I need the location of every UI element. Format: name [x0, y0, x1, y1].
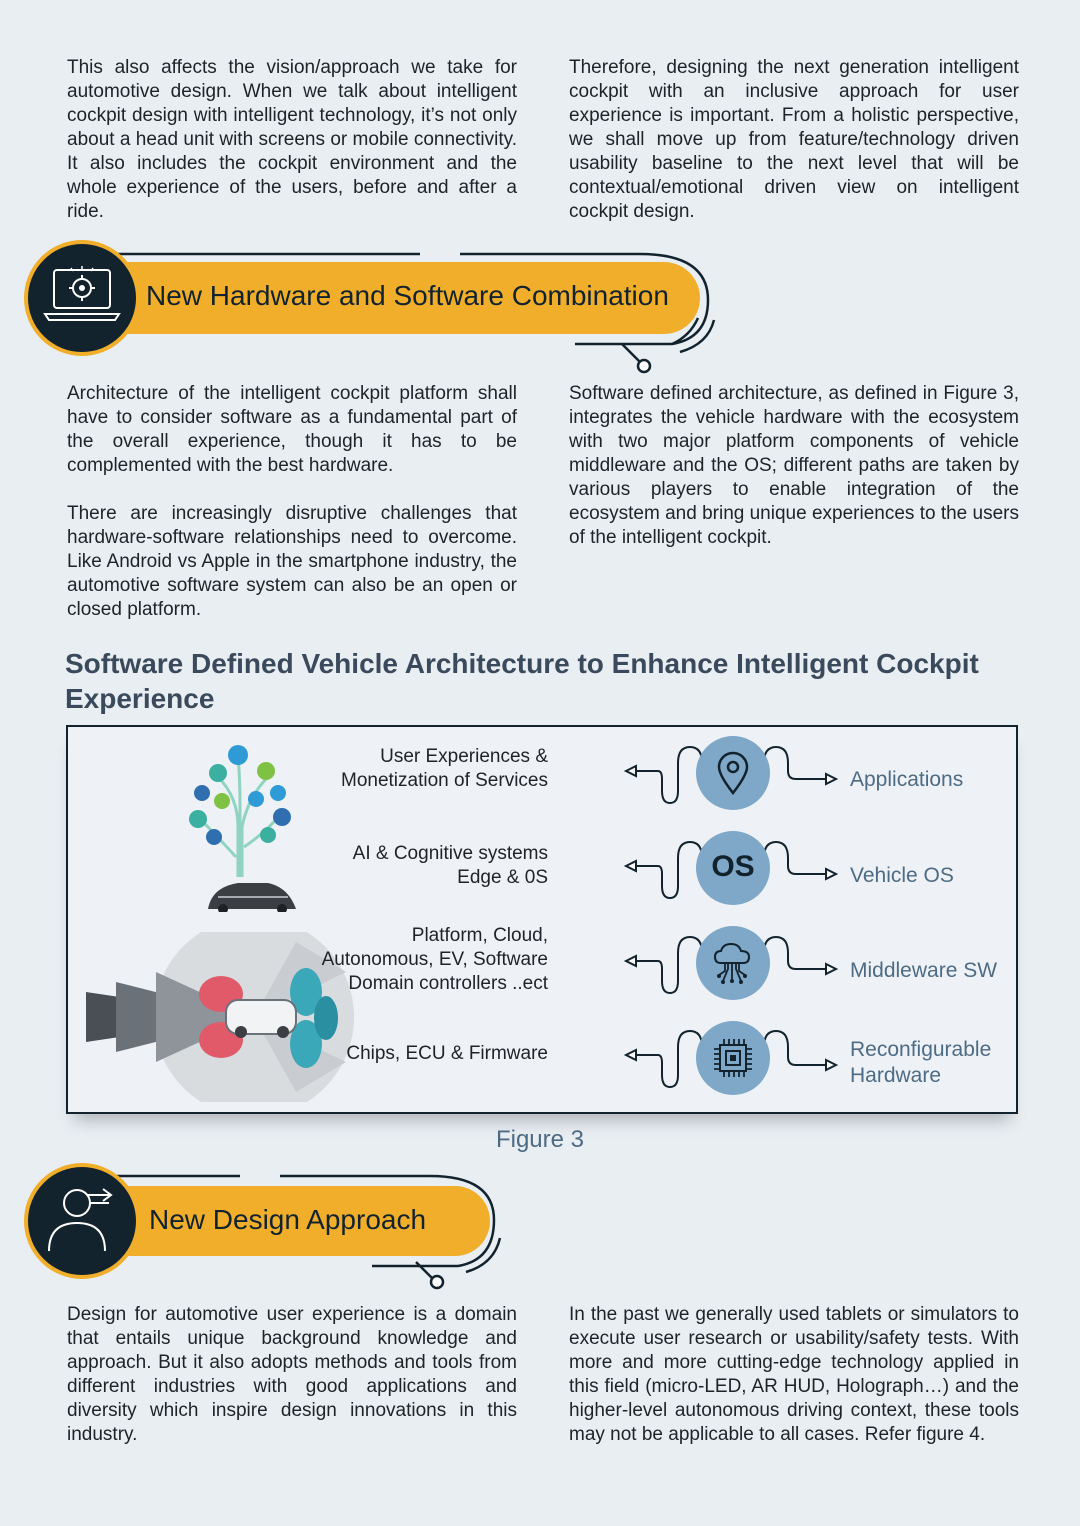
- layer-3-left-line-1: Platform, Cloud,: [411, 925, 548, 946]
- layer-3-left-line-3: Domain controllers ..ect: [348, 973, 548, 994]
- section1-right-paragraph: Software defined architecture, as define…: [569, 383, 1019, 548]
- section-title: New Hardware and Software Combination: [146, 280, 669, 311]
- layer-1-left-line-1: User Experiences &: [380, 746, 548, 767]
- section1-left-paragraph-1: Architecture of the intelligent cockpit …: [67, 383, 517, 476]
- figure-caption: Figure 3: [495, 1126, 585, 1153]
- cloud-network-icon: [713, 942, 751, 984]
- section1-left-column: Architecture of the intelligent cockpit …: [67, 382, 517, 646]
- chip-icon: [714, 1039, 752, 1077]
- layer-3-left-line-2: Autonomous, EV, Software: [321, 949, 548, 970]
- intro-right-paragraph: Therefore, designing the next generation…: [569, 57, 1019, 222]
- layer-1-left-line-2: Monetization of Services: [341, 770, 548, 791]
- layer-4-right-line-2: Hardware: [850, 1064, 942, 1087]
- layer-4-left-line-1: Chips, ECU & Firmware: [346, 1043, 548, 1064]
- layer-4-right-line-1: Reconfigurable: [850, 1038, 992, 1061]
- section2-right-column: In the past we generally used tablets or…: [569, 1303, 1019, 1471]
- banner-pill: [80, 262, 700, 334]
- intro-left-column: This also affects the vision/approach we…: [67, 56, 517, 248]
- intro-left-paragraph: This also affects the vision/approach we…: [67, 57, 517, 222]
- section1-left-paragraph-2: There are increasingly disruptive challe…: [67, 503, 517, 620]
- figure-3-diagram: OS User Experiences & Monetization of Se…: [66, 725, 1018, 1114]
- section2-left-column: Design for automotive user experience is…: [67, 1303, 517, 1471]
- sensor-coverage-illustration: [86, 932, 354, 1102]
- intro-right-column: Therefore, designing the next generation…: [569, 56, 1019, 248]
- layer-1-left-label: User Experiences & Monetization of Servi…: [268, 745, 548, 793]
- layer-3-left-label: Platform, Cloud, Autonomous, EV, Softwar…: [268, 924, 548, 996]
- location-pin-icon: [717, 751, 749, 795]
- tree-illustration: [189, 745, 296, 912]
- section-title-2: New Design Approach: [149, 1204, 427, 1235]
- person-share-icon: [24, 1163, 140, 1279]
- banner-pill-2: [80, 1186, 490, 1256]
- layer-2-left-line-1: AI & Cognitive systems: [352, 843, 548, 864]
- figure-title: Software Defined Vehicle Architecture to…: [65, 648, 979, 714]
- layer-2-left-label: AI & Cognitive systems Edge & 0S: [268, 842, 548, 890]
- laptop-gear-icon: [24, 240, 140, 356]
- section2-left-paragraph: Design for automotive user experience is…: [67, 1304, 517, 1445]
- layer-4-right-label: Reconfigurable Hardware: [850, 1037, 991, 1089]
- layer-4-left-label: Chips, ECU & Firmware: [268, 1042, 548, 1066]
- banner-decoration: [110, 252, 716, 374]
- section1-right-column: Software defined architecture, as define…: [569, 382, 1019, 574]
- layer-2-right-label: Vehicle OS: [850, 864, 954, 887]
- section2-right-paragraph: In the past we generally used tablets or…: [569, 1304, 1019, 1445]
- layer-1-right-label: Applications: [850, 768, 964, 791]
- layer-3-right-label: Middleware SW: [850, 959, 998, 982]
- layer-2-left-line-2: Edge & 0S: [457, 867, 548, 888]
- os-icon-text: OS: [711, 850, 755, 883]
